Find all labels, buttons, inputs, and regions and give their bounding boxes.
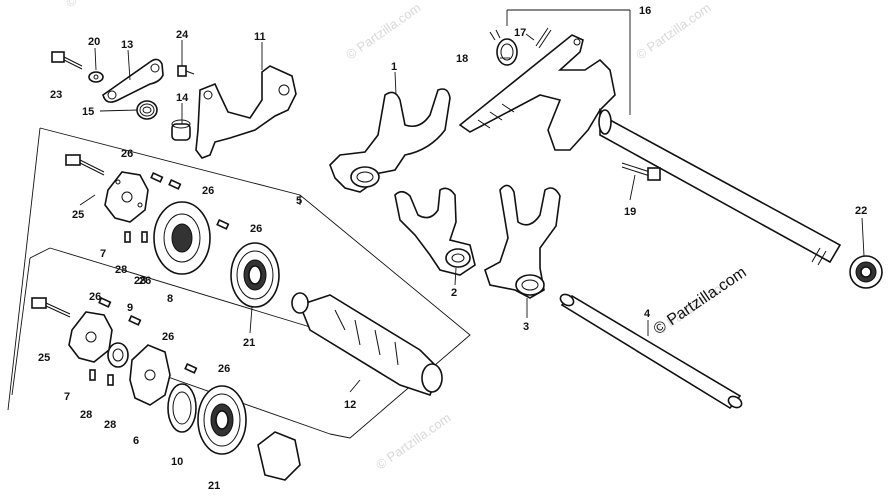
callout-26: 26 — [89, 291, 101, 303]
part-12-shift-drum — [291, 292, 443, 396]
part-22-seal — [849, 255, 883, 289]
part-9-washer — [107, 342, 129, 368]
callout-7-upper: 7 — [100, 248, 106, 260]
callout-20: 20 — [88, 36, 100, 48]
callout-5: 5 — [296, 195, 302, 207]
callout-labels: 1 2 3 4 5 6 7 7 8 9 10 11 12 13 14 15 16… — [38, 5, 867, 492]
callout-22: 22 — [855, 205, 867, 217]
part-7-cam-plate — [68, 311, 113, 363]
part-26-pin — [98, 297, 112, 308]
part-6-plate — [129, 344, 171, 406]
part-18-spring — [489, 29, 518, 66]
callout-26: 26 — [139, 275, 151, 287]
callout-26: 26 — [202, 185, 214, 197]
part-23-bolt — [51, 51, 83, 70]
callout-26: 26 — [218, 363, 230, 375]
part-11-stopper-arm — [195, 65, 297, 159]
leader-lines — [79, 9, 865, 393]
callout-11: 11 — [254, 31, 266, 43]
callout-14: 14 — [176, 92, 189, 104]
callout-26: 26 — [121, 148, 133, 160]
callout-17: 17 — [514, 27, 526, 39]
brand-watermark: © Partzilla.com — [651, 264, 750, 338]
part-25-bolt — [65, 154, 105, 176]
callout-4: 4 — [644, 308, 651, 320]
part-3-shift-fork — [484, 184, 561, 299]
callout-28: 28 — [80, 409, 92, 421]
part-26-pin — [150, 172, 164, 183]
callout-19: 19 — [624, 206, 636, 218]
part-28-pin — [124, 231, 131, 243]
part-26-pin — [168, 179, 182, 190]
watermark: © Partzilla.com — [63, 0, 143, 10]
callout-18: 18 — [456, 53, 468, 65]
callout-9: 9 — [127, 302, 133, 314]
part-19-bolt — [621, 162, 661, 181]
callout-28: 28 — [104, 419, 116, 431]
part-14-collar — [171, 119, 191, 141]
part-17-pin — [535, 27, 552, 49]
callout-8: 8 — [167, 293, 173, 305]
part-26-pin — [184, 363, 198, 374]
part-13-plate — [102, 58, 164, 103]
callout-15: 15 — [82, 106, 94, 118]
callout-21-upper: 21 — [243, 337, 255, 349]
part-28-pin — [141, 231, 148, 243]
part-15-spring — [136, 100, 158, 120]
part-28-pin — [89, 369, 96, 381]
part-16-shift-shaft — [458, 34, 842, 266]
part-26-pin — [128, 315, 142, 326]
part-21-bearing — [230, 242, 280, 308]
assembly-outline — [7, 127, 471, 439]
part-1-shift-fork — [329, 88, 451, 193]
callout-26: 26 — [250, 223, 262, 235]
part-8-bearing — [153, 201, 211, 275]
part-24-screw — [177, 65, 195, 77]
callout-16: 16 — [639, 5, 651, 17]
callout-25-upper: 25 — [72, 209, 84, 221]
callout-2: 2 — [451, 287, 457, 299]
callout-1: 1 — [391, 61, 397, 73]
part-2-shift-fork — [394, 187, 476, 276]
part-25-bolt — [31, 297, 71, 318]
watermark: © Partzilla.com — [373, 410, 453, 473]
watermark: © Partzilla.com — [343, 0, 423, 62]
callout-12: 12 — [344, 399, 356, 411]
drum-end — [257, 431, 301, 481]
callout-25-lower: 25 — [38, 352, 50, 364]
callout-7-lower: 7 — [64, 391, 70, 403]
callout-24: 24 — [176, 29, 189, 41]
callout-28: 28 — [115, 264, 127, 276]
part-20-washer — [88, 71, 104, 83]
callout-26: 26 — [162, 331, 174, 343]
part-21-bearing — [197, 385, 247, 455]
callout-10: 10 — [171, 456, 183, 468]
part-10-seal — [167, 383, 197, 433]
callout-23: 23 — [50, 89, 62, 101]
part-7-cam-plate — [104, 171, 149, 223]
part-26-pin — [216, 219, 230, 230]
part-4-guide-bar — [559, 293, 743, 410]
callout-13: 13 — [121, 39, 133, 51]
callout-21-lower: 21 — [208, 480, 220, 492]
callout-6: 6 — [133, 435, 139, 447]
callout-28: 28 — [134, 275, 146, 287]
part-28-pin — [107, 374, 114, 386]
callout-3: 3 — [523, 321, 529, 333]
